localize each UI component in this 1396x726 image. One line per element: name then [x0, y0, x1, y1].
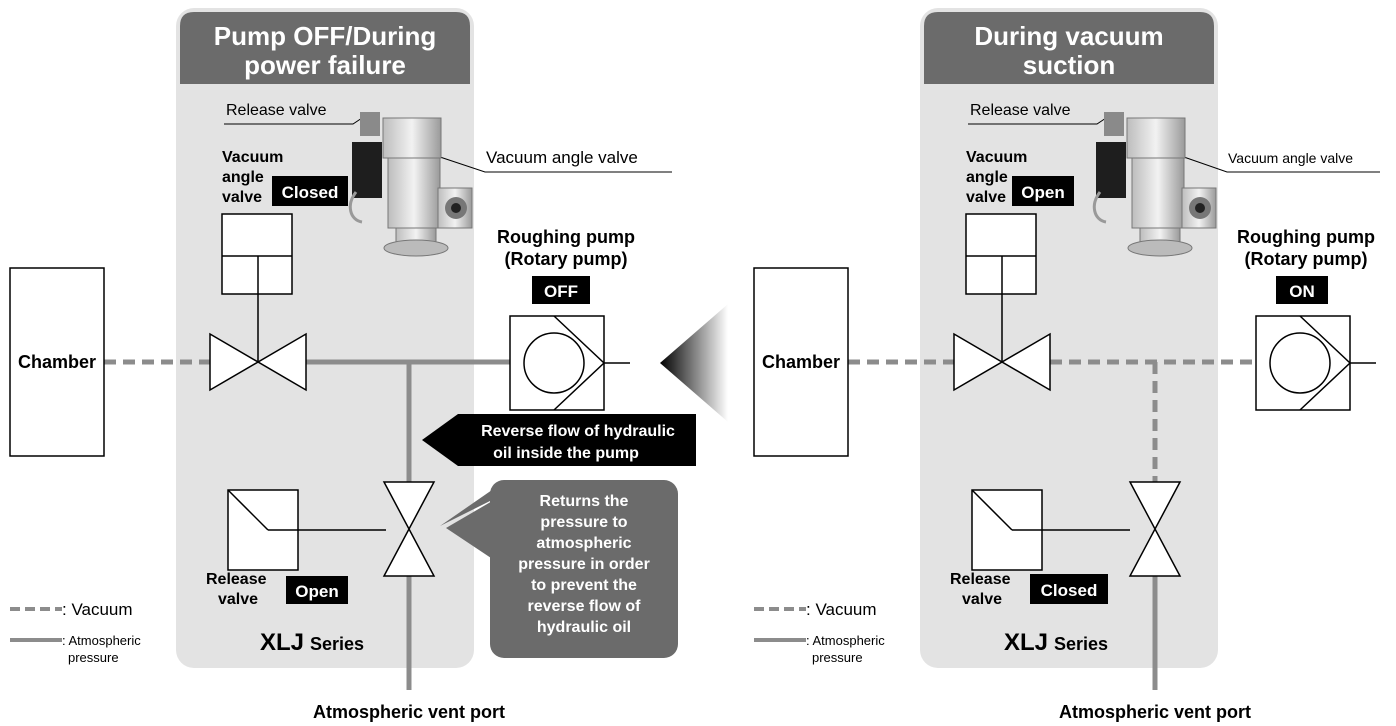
right-legend-atm-1: : Atmospheric — [806, 633, 885, 648]
right-rv-state: Closed — [1041, 581, 1098, 600]
right-pump-label-1: Roughing pump — [1237, 227, 1375, 247]
right-series-rest: Series — [1054, 634, 1108, 654]
left-legend: : Vacuum : Atmospheric pressure — [10, 600, 141, 665]
right-legend: : Vacuum : Atmospheric pressure — [754, 600, 885, 665]
right-title-line2: suction — [1023, 50, 1115, 80]
left-release-valve-callout: Release valve — [226, 102, 327, 119]
right-title-bg — [924, 12, 1214, 84]
right-series-bold: XLJ — [1004, 629, 1048, 656]
right-panel: During vacuum suction Release valve Vacu… — [920, 8, 1380, 668]
left-note-bubble: Returns the pressure to atmospheric pres… — [440, 480, 678, 658]
left-rv-label-1: Release — [206, 571, 267, 588]
transition-arrow — [660, 304, 728, 422]
left-piping — [104, 359, 510, 690]
left-title-bg — [180, 12, 470, 84]
right-vav-label-3: valve — [966, 189, 1006, 206]
right-release-callout-line — [968, 117, 1107, 125]
left-title-line1: Pump OFF/During — [214, 21, 436, 51]
right-vent-port: Atmospheric vent port — [1059, 702, 1251, 722]
right-rv-actuator-symbol — [971, 489, 1043, 571]
right-title-line1: During vacuum — [974, 21, 1163, 51]
left-legend-vacuum: : Vacuum — [62, 600, 133, 619]
right-legend-vacuum: : Vacuum — [806, 600, 877, 619]
right-vav-body-symbol — [953, 332, 1051, 392]
left-vav-actuator-symbol — [221, 213, 293, 295]
left-rv-label-2: valve — [218, 591, 258, 608]
note-line-7: hydraulic oil — [537, 619, 631, 636]
note-line-1: Returns the — [540, 493, 629, 510]
left-rv-body-symbol — [382, 481, 436, 577]
left-series-rest: Series — [310, 634, 364, 654]
note-line-5: to prevent the — [531, 577, 637, 594]
left-vav-callout-line — [436, 155, 672, 173]
left-chamber-label: Chamber — [18, 352, 96, 372]
left-series-bold: XLJ — [260, 629, 304, 656]
right-rv-label-1: Release — [950, 571, 1011, 588]
left-vav-state-badge — [272, 176, 348, 206]
left-rv-state-badge — [286, 576, 348, 604]
note-line-2: pressure to — [540, 514, 627, 531]
left-pump-state: OFF — [544, 282, 578, 301]
right-pump-state-badge — [1276, 276, 1328, 304]
right-rv-body-symbol — [1128, 481, 1182, 577]
right-valve-photo — [1092, 112, 1217, 257]
right-release-valve-callout: Release valve — [970, 102, 1071, 119]
left-pump-state-badge — [532, 276, 590, 304]
left-vav-label-3: valve — [222, 189, 262, 206]
left-title-line2: power failure — [244, 50, 406, 80]
left-vav-label-2: angle — [222, 169, 264, 186]
left-vent-port: Atmospheric vent port — [313, 702, 505, 722]
left-panel: Pump OFF/During power failure Release va… — [176, 8, 672, 668]
left-vav-body-symbol — [209, 332, 307, 392]
left-valve-photo — [348, 112, 473, 257]
left-legend-atm-1: : Atmospheric — [62, 633, 141, 648]
right-vav-label-2: angle — [966, 169, 1008, 186]
left-rv-actuator-symbol — [227, 489, 299, 571]
note-line-3: atmospheric — [536, 535, 631, 552]
note-line-4: pressure in order — [518, 556, 650, 573]
right-chamber — [753, 267, 849, 457]
left-vav-state: Closed — [282, 183, 339, 202]
right-pump-symbol — [1255, 315, 1376, 411]
left-chamber — [9, 267, 105, 457]
right-rv-label-2: valve — [962, 591, 1002, 608]
right-vav-actuator-symbol — [965, 213, 1037, 295]
right-chamber-label: Chamber — [762, 352, 840, 372]
left-rv-state: Open — [295, 582, 338, 601]
right-pump-state: ON — [1289, 282, 1315, 301]
left-release-callout-line — [224, 117, 363, 125]
right-piping — [848, 359, 1256, 690]
left-pump-label-2: (Rotary pump) — [505, 249, 628, 269]
right-pump-label-2: (Rotary pump) — [1245, 249, 1368, 269]
right-vacuum-angle-valve-callout: Vacuum angle valve — [1228, 150, 1353, 166]
right-vav-callout-line — [1180, 155, 1380, 173]
right-rv-state-badge — [1030, 574, 1108, 604]
right-vav-state: Open — [1021, 183, 1064, 202]
reverse-flow-arrow: Reverse flow of hydraulic oil inside the… — [422, 414, 696, 466]
left-vacuum-angle-valve-callout: Vacuum angle valve — [486, 148, 638, 167]
left-pump-label-1: Roughing pump — [497, 227, 635, 247]
left-pump-symbol — [509, 315, 630, 411]
right-vav-label-1: Vacuum — [966, 149, 1027, 166]
note-line-6: reverse flow of — [528, 598, 642, 615]
right-vav-state-badge — [1012, 176, 1074, 206]
left-vav-label-1: Vacuum — [222, 149, 283, 166]
reverse-flow-line-1: Reverse flow of hydraulic — [481, 423, 675, 440]
reverse-flow-line-2: oil inside the pump — [493, 445, 639, 462]
left-legend-atm-2: pressure — [68, 650, 119, 665]
right-legend-atm-2: pressure — [812, 650, 863, 665]
